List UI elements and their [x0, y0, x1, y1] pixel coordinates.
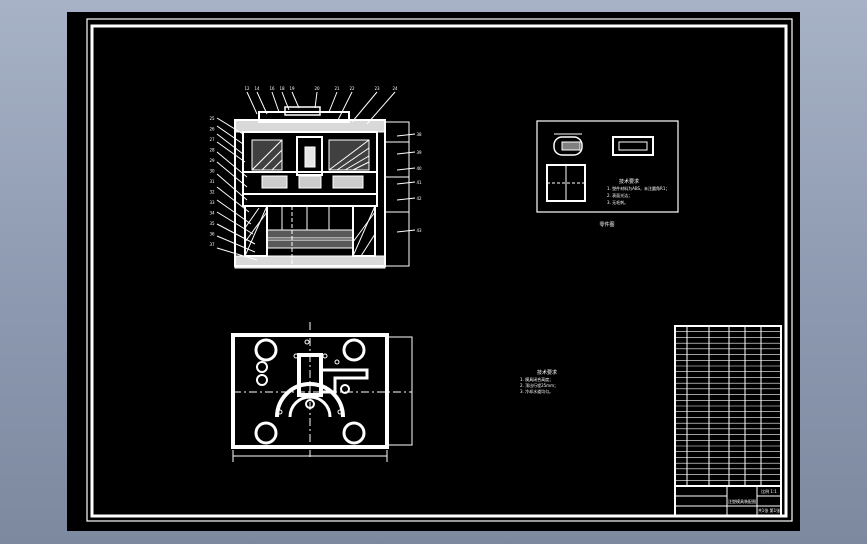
balloon-label: 29	[209, 158, 215, 163]
balloon-label: 33	[209, 200, 215, 205]
assembly-section-view	[216, 91, 416, 269]
plan-note-3: 3. 冷却水道均匀。	[520, 388, 553, 394]
balloon-label: 39	[416, 150, 422, 155]
balloon-label: 38	[416, 132, 422, 137]
plan-notes-title: 技术要求	[537, 369, 557, 376]
scale-label: 比例 1:1	[761, 488, 777, 494]
assembly-balloons: 12 14 16 18 19 20 21 22 23 24 25 26 27 28 29 30 31 32 33 34…	[209, 86, 422, 247]
balloon-label: 40	[416, 166, 422, 171]
drawing-title: 注塑模具装配图	[728, 498, 756, 504]
part-note-2: 2. 表面光洁；	[607, 192, 632, 198]
balloon-label: 14	[254, 86, 260, 91]
sheet-inner-border	[90, 24, 788, 518]
part-detail-drawing	[536, 120, 679, 213]
title-block	[674, 325, 782, 517]
balloon-label: 24	[392, 86, 398, 91]
sheet-label: 共1张 第1张	[758, 507, 780, 513]
balloon-label: 30	[209, 169, 215, 174]
balloon-label: 22	[349, 86, 355, 91]
balloon-label: 31	[209, 179, 215, 184]
balloon-label: 35	[209, 221, 215, 226]
balloon-label: 42	[416, 196, 422, 201]
balloon-label: 32	[209, 190, 215, 195]
balloon-label: 26	[209, 127, 215, 132]
balloon-label: 28	[209, 148, 215, 153]
plan-note-1: 1. 模具闭合高度；	[520, 376, 553, 382]
balloon-label: 23	[374, 86, 380, 91]
mold-plan-view	[231, 322, 413, 462]
balloon-label: 43	[416, 228, 422, 233]
cad-viewport[interactable]: 12 14 16 18 19 20 21 22 23 24 25 26 27 28 29 30 31 32 33 34…	[67, 12, 800, 531]
balloon-label: 19	[289, 86, 295, 91]
part-notes-title: 技术要求	[619, 178, 639, 185]
balloon-label: 37	[209, 242, 215, 247]
balloon-label: 16	[269, 86, 275, 91]
plan-note-2: 2. 顶出行程25mm；	[520, 382, 558, 388]
sheet-outer-border	[86, 18, 793, 522]
balloon-label: 34	[209, 211, 215, 216]
balloon-label: 27	[209, 137, 215, 142]
balloon-label: 12	[244, 86, 250, 91]
balloon-label: 18	[279, 86, 285, 91]
cad-drawing-sheet: 12 14 16 18 19 20 21 22 23 24 25 26 27 28 29 30 31 32 33 34…	[86, 18, 793, 522]
balloon-label: 25	[209, 116, 215, 121]
part-note-3: 3. 无毛刺。	[607, 199, 628, 205]
balloon-label: 41	[416, 180, 422, 185]
balloon-label: 36	[209, 232, 215, 237]
balloon-label: 20	[314, 86, 320, 91]
part-detail-caption: 零件图	[599, 221, 614, 228]
part-note-1: 1. 塑件材料为ABS，未注圆角R1；	[607, 185, 669, 191]
balloon-label: 21	[334, 86, 340, 91]
